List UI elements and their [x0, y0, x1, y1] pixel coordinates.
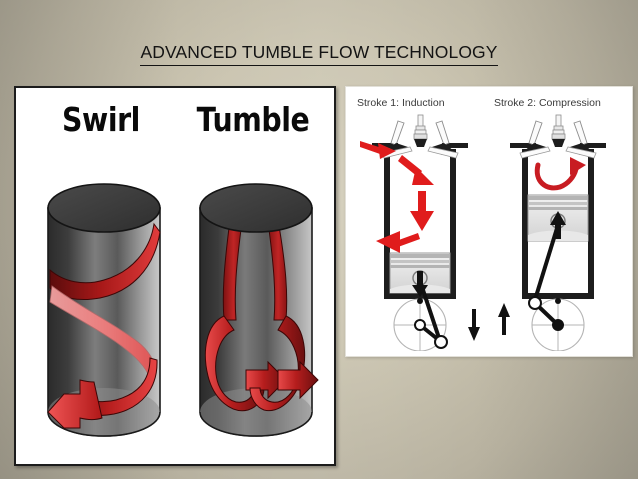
- crank-mechanism: [393, 280, 448, 351]
- crank-centre: [414, 319, 426, 331]
- intake-valve-right: [427, 120, 459, 159]
- tumble-stem-left: [222, 219, 243, 321]
- swirl-tumble-panel: Swirl Tumble: [14, 86, 336, 466]
- head-deck-left: [510, 143, 536, 148]
- cylinder-wall-left: [522, 149, 528, 299]
- crank-pin: [528, 296, 542, 310]
- tumble-stem-right: [267, 219, 288, 321]
- connecting-rod: [532, 224, 560, 304]
- page-title: ADVANCED TUMBLE FLOW TECHNOLOGY: [0, 42, 638, 66]
- cylinder-wall-left: [384, 149, 390, 299]
- head-deck-right: [580, 143, 606, 148]
- swirl-ribbon-upper: [49, 222, 161, 301]
- swirl-cylinder-diagram: [47, 183, 161, 437]
- connecting-rod: [418, 280, 442, 342]
- stroke-2-compression-diagram: [498, 114, 606, 351]
- crank-pin: [434, 335, 448, 349]
- tumble-bottom-edge: [199, 411, 313, 437]
- crank-mechanism: [528, 224, 585, 351]
- stroke-cycle-panel: Stroke 1: Induction Stroke 2: Compressio…: [345, 86, 633, 357]
- stroke-1-induction-diagram: [360, 114, 480, 351]
- intake-flow-arrows: [360, 141, 434, 253]
- head-deck-right: [442, 143, 468, 148]
- valve-right-closed: [565, 120, 597, 159]
- crank-centre: [552, 319, 564, 331]
- cylinder-wall-right: [450, 149, 456, 299]
- cylinder-wall-right: [588, 149, 594, 299]
- valve-left-closed: [519, 120, 551, 159]
- spark-plug: [413, 114, 428, 147]
- crank-top-dot: [417, 298, 423, 304]
- stroke-1-label: Stroke 1: Induction: [357, 97, 445, 109]
- swirl-label: Swirl: [62, 100, 140, 139]
- tumble-loop-right-arrowhead: [277, 360, 319, 400]
- tumble-flow-arrow: [534, 157, 586, 191]
- stroke-direction-indicator-down: [468, 309, 480, 341]
- swirl-bottom-edge: [47, 411, 161, 437]
- tumble-label: Tumble: [196, 100, 310, 139]
- page-title-text: ADVANCED TUMBLE FLOW TECHNOLOGY: [140, 42, 498, 66]
- tumble-cylinder-top: [199, 183, 313, 233]
- cylinder-base: [522, 293, 594, 299]
- tumble-cylinder-diagram: [199, 183, 319, 437]
- crank-top-dot: [555, 298, 561, 304]
- head-deck-left: [372, 143, 398, 148]
- swirl-arrowhead: [47, 379, 103, 429]
- stroke-direction-indicator-up: [498, 303, 510, 335]
- stroke-2-label: Stroke 2: Compression: [494, 97, 601, 109]
- swirl-cylinder-top: [47, 183, 161, 233]
- spark-plug: [551, 114, 566, 147]
